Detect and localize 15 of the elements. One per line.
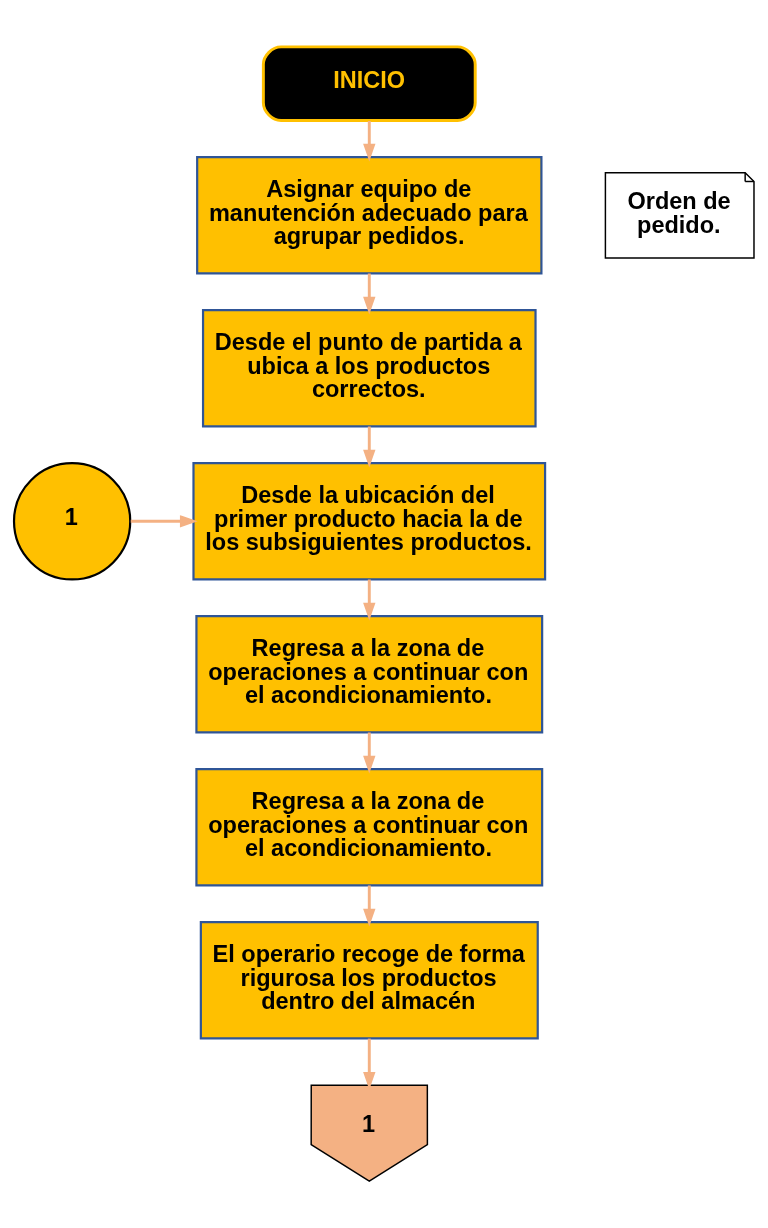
node-box: El operario recoge de forma rigurosa los productos dentro del almacén	[199, 921, 539, 1040]
arrow	[363, 732, 376, 774]
node-box: Regresa a la zona de operaciones a continuar con el acondicionamiento.	[195, 615, 544, 734]
node-box: Desde la ubicación del primer producto hacia la de los subsiguientes productos.	[192, 462, 547, 581]
node-box: Asignar equipo de manutención adecuado para agrupar pedidos.	[196, 156, 543, 275]
arrow	[363, 426, 376, 468]
arrow	[130, 515, 198, 528]
node-box: Desde el punto de partida a ubica a los productos correctos.	[201, 309, 537, 428]
arrow	[363, 121, 376, 162]
arrow	[363, 579, 376, 621]
node-box: INICIO	[261, 45, 477, 122]
arrow	[363, 273, 376, 315]
node-circle: 1	[12, 462, 132, 581]
arrow	[363, 885, 376, 927]
node-box: Regresa a la zona de operaciones a continuar con el acondicionamiento.	[195, 768, 544, 887]
